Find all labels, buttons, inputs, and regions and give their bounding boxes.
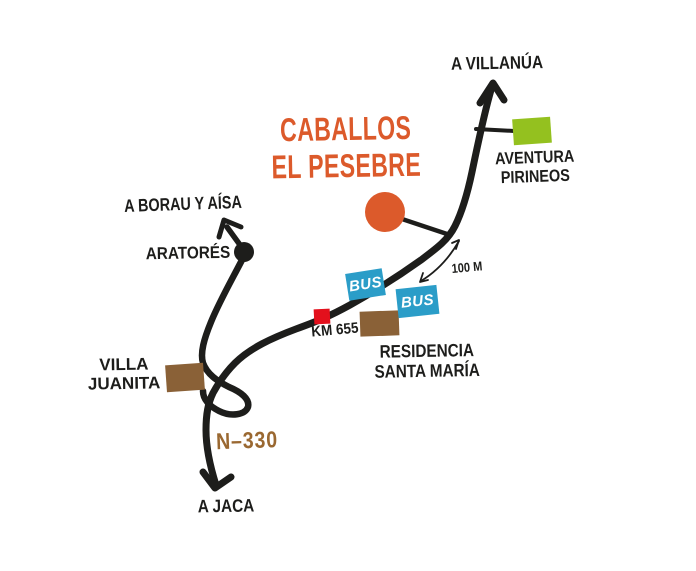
distance-arrowhead-bottom-icon <box>419 272 429 283</box>
residencia-line2: SANTA MARÍA <box>374 360 481 382</box>
residencia-line1: RESIDENCIA <box>379 340 475 362</box>
bus-stop-sign-2: BUS <box>395 284 440 319</box>
caballos-location-marker <box>365 192 405 232</box>
direction-label-jaca: A JACA <box>197 495 255 517</box>
map-title-line2: EL PESEBRE <box>271 145 422 186</box>
aventura-connector-line <box>474 127 516 133</box>
aventura-pirineos-line2: PIRINEOS <box>500 165 571 188</box>
aratores-branch-path <box>198 254 252 418</box>
caballos-connector-line <box>396 215 453 238</box>
map-title-line1: CABALLOS <box>279 108 412 149</box>
residencia-santa-maria-building <box>359 310 400 337</box>
road-name-label: N–330 <box>215 426 279 455</box>
distance-label: 100 M <box>450 258 483 277</box>
distance-arrowhead-top-icon <box>451 239 460 250</box>
villanua-arrowhead-icon <box>476 79 508 107</box>
villa-juanita-building <box>165 362 205 393</box>
villa-juanita-label: VILLA JUANITA <box>87 354 161 394</box>
aventura-pirineos-building <box>512 116 552 146</box>
aratores-label: ARATORÉS <box>145 242 231 264</box>
aventura-pirineos-label: AVENTURA PIRINEOS <box>495 147 575 188</box>
bus-sign-label: BUS <box>347 273 384 296</box>
villa-juanita-line2: JUANITA <box>87 373 161 394</box>
map-title: CABALLOS EL PESEBRE <box>271 108 422 187</box>
residencia-santa-maria-label: RESIDENCIA SANTA MARÍA <box>374 340 480 382</box>
bus-sign-label: BUS <box>400 291 435 312</box>
bus-stop-sign-1: BUS <box>345 268 386 301</box>
direction-label-villanua: A VILLANÚA <box>450 52 544 74</box>
aratores-village-dot <box>234 242 254 262</box>
direction-label-borau: A BORAU Y AÍSA <box>123 191 243 216</box>
borau-arrowhead-icon <box>216 217 244 240</box>
villa-juanita-line1: VILLA <box>99 354 149 375</box>
jaca-arrowhead-icon <box>199 468 235 492</box>
